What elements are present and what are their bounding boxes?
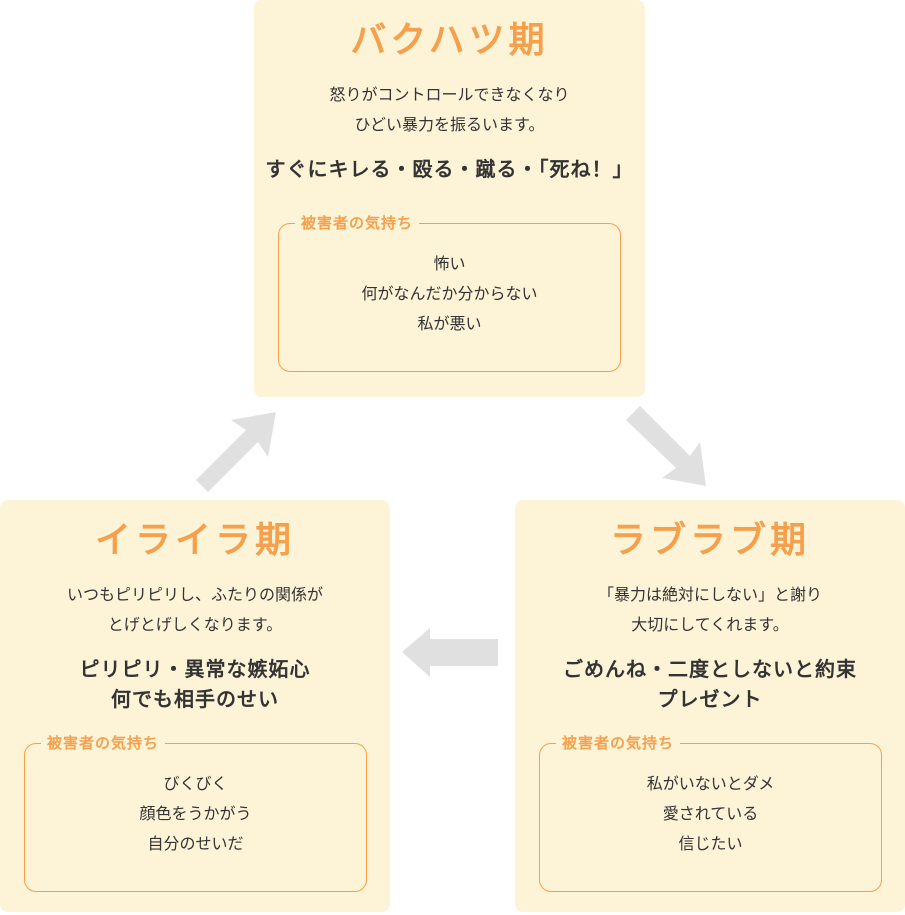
phase-highlight: すぐにキレる・殴る・蹴る・「死ね！」: [254, 154, 645, 184]
feeling-item: 信じたい: [678, 834, 743, 853]
feeling-item: 愛されている: [662, 804, 759, 823]
feeling-item: 自分のせいだ: [147, 834, 244, 853]
arrow-left-icon: [402, 628, 498, 677]
highlight-line: すぐにキレる・殴る・蹴る・「死ね！」: [265, 157, 634, 181]
feeling-item: 顔色をうかがう: [139, 804, 252, 823]
phase-title: バクハツ期: [350, 20, 549, 61]
victim-feelings-box: 被害者の気持ち びくびく 顔色をうかがう 自分のせいだ: [24, 733, 367, 892]
description-line: ひどい暴力を振るいます。: [354, 115, 545, 134]
highlight-line: 何でも相手のせい: [111, 687, 279, 711]
description-line: 「暴力は絶対にしない」と謝り: [597, 585, 822, 604]
feeling-item: 私が悪い: [417, 314, 482, 333]
feeling-item: 私がいないとダメ: [646, 774, 775, 793]
highlight-line: ごめんね・二度としないと約束: [563, 657, 857, 681]
phase-description: いつもピリピリし、ふたりの関係が とげとげしくなります。: [0, 580, 390, 640]
victim-feelings-list: びくびく 顔色をうかがう 自分のせいだ: [25, 769, 366, 859]
phase-description: 怒りがコントロールできなくなり ひどい暴力を振るいます。: [254, 80, 645, 140]
feeling-item: びくびく: [163, 774, 228, 793]
victim-feelings-label: 被害者の気持ち: [41, 733, 166, 753]
arrow-up-right-icon: [196, 412, 276, 492]
victim-feelings-list: 私がいないとダメ 愛されている 信じたい: [540, 769, 881, 859]
victim-feelings-label: 被害者の気持ち: [295, 213, 420, 233]
victim-feelings-label: 被害者の気持ち: [556, 733, 681, 753]
phase-title: イライラ期: [94, 520, 295, 561]
description-line: とげとげしくなります。: [107, 615, 283, 634]
victim-feelings-box: 被害者の気持ち 私がいないとダメ 愛されている 信じたい: [539, 733, 882, 892]
victim-feelings-list: 怖い 何がなんだか分からない 私が悪い: [279, 249, 620, 339]
phase-card-explosion: バクハツ期 怒りがコントロールできなくなり ひどい暴力を振るいます。 すぐにキレ…: [254, 0, 645, 397]
phase-highlight: ピリピリ・異常な嫉妬心 何でも相手のせい: [0, 654, 390, 714]
highlight-line: ピリピリ・異常な嫉妬心: [79, 657, 311, 681]
feeling-item: 怖い: [433, 254, 466, 273]
victim-feelings-box: 被害者の気持ち 怖い 何がなんだか分からない 私が悪い: [278, 213, 621, 372]
description-line: 大切にしてくれます。: [631, 615, 789, 634]
highlight-line: プレゼント: [657, 687, 763, 711]
description-line: 怒りがコントロールできなくなり: [329, 85, 570, 104]
phase-highlight: ごめんね・二度としないと約束 プレゼント: [515, 654, 905, 714]
phase-card-tension: イライラ期 いつもピリピリし、ふたりの関係が とげとげしくなります。 ピリピリ・…: [0, 500, 390, 912]
arrow-down-right-icon: [626, 406, 706, 486]
phase-description: 「暴力は絶対にしない」と謝り 大切にしてくれます。: [515, 580, 905, 640]
description-line: いつもピリピリし、ふたりの関係が: [66, 585, 323, 604]
phase-card-honeymoon: ラブラブ期 「暴力は絶対にしない」と謝り 大切にしてくれます。 ごめんね・二度と…: [515, 500, 905, 912]
feeling-item: 何がなんだか分からない: [361, 284, 538, 303]
phase-title: ラブラブ期: [609, 520, 810, 561]
